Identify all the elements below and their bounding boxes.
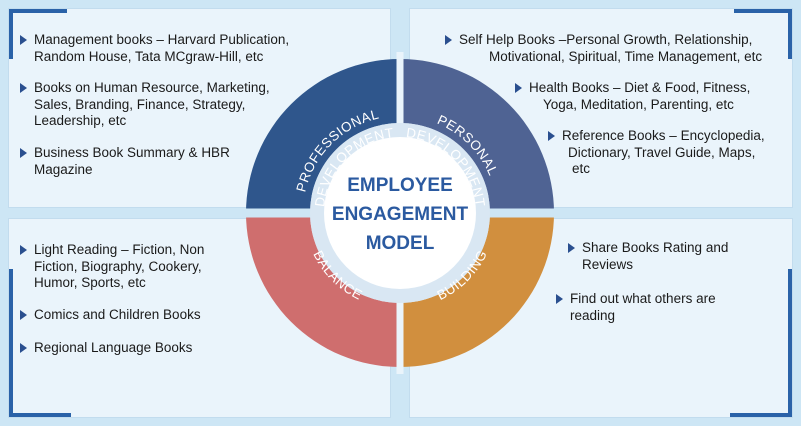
bullet-icon [20, 343, 27, 353]
corner-accent [788, 269, 792, 417]
center-title-line2: ENGAGEMENT [332, 204, 469, 225]
list-item-personal-1: Self Help Books –Personal Growth, Relati… [445, 32, 790, 65]
bullet-icon [445, 35, 452, 45]
corner-accent [9, 269, 13, 417]
bullet-icon [568, 243, 575, 253]
corner-accent [9, 413, 71, 417]
center-hub [324, 137, 476, 289]
list-item-worklife-2: Comics and Children Books [20, 307, 250, 324]
center-title-line3: MODEL [366, 233, 435, 254]
list-item-personal-2: Health Books – Diet & Food, Fitness, Yog… [515, 80, 785, 113]
list-item-personal-3: Reference Books – Encyclopedia, Dictiona… [548, 128, 793, 178]
bullet-icon [548, 131, 555, 141]
segment-worklife [246, 213, 400, 367]
segment-personal [400, 59, 554, 213]
center-title-line1: EMPLOYEE [347, 175, 453, 196]
bullet-icon [20, 310, 27, 320]
list-item-worklife-3: Regional Language Books [20, 340, 250, 357]
list-item-professional-1: Management books – Harvard Publication, … [20, 32, 350, 65]
segment-professional [246, 59, 400, 213]
bullet-icon [20, 83, 27, 93]
list-item-professional-3: Business Book Summary & HBR Magazine [20, 145, 260, 178]
list-item-worklife-1: Light Reading – Fiction, Non Fiction, Bi… [20, 242, 250, 292]
corner-accent [730, 413, 792, 417]
bullet-icon [556, 294, 563, 304]
bullet-icon [20, 35, 27, 45]
bullet-icon [515, 83, 522, 93]
list-item-professional-2: Books on Human Resource, Marketing, Sale… [20, 80, 320, 130]
segment-community [400, 213, 554, 367]
bullet-icon [20, 148, 27, 158]
corner-accent [9, 9, 13, 59]
list-item-community-2: Find out what others are reading [556, 291, 776, 324]
corner-accent [788, 9, 792, 59]
corner-accent [734, 9, 792, 13]
bullet-icon [20, 245, 27, 255]
list-item-community-1: Share Books Rating and Reviews [568, 240, 778, 273]
corner-accent [9, 9, 67, 13]
